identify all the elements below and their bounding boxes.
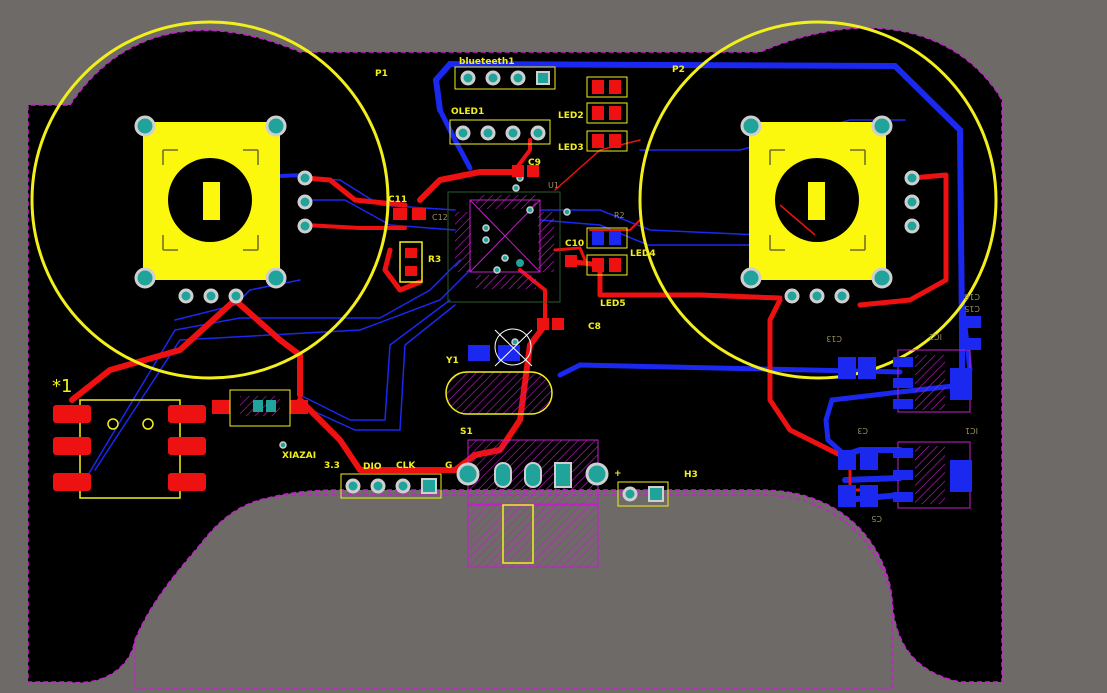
label-g: G <box>445 461 452 471</box>
battery-header-h3 <box>617 481 669 507</box>
label-led2: LED2 <box>558 111 584 121</box>
label-clk: CLK <box>396 461 416 471</box>
label-ic1: IC1 <box>965 426 978 435</box>
label-c8: C8 <box>588 322 601 332</box>
label-c12: C12 <box>432 213 448 222</box>
joystick-left <box>134 115 313 304</box>
label-c11: C11 <box>388 195 407 205</box>
mcu-u1 <box>447 191 561 303</box>
label-p2: P2 <box>672 65 685 75</box>
label-s1: S1 <box>460 427 473 437</box>
joystick-left-circle <box>30 20 390 380</box>
label-c10: C10 <box>565 239 584 249</box>
label-3v3: 3.3 <box>324 461 340 471</box>
oled-header <box>449 119 551 145</box>
label-led3: LED3 <box>558 143 584 153</box>
joystick-right <box>740 115 920 304</box>
label-c13: C13 <box>826 334 842 343</box>
label-c16: C16 <box>964 292 980 301</box>
label-plus: + <box>614 469 622 479</box>
switch-star1 <box>53 399 206 499</box>
label-c3: C3 <box>857 426 868 435</box>
label-r3: R3 <box>428 255 441 265</box>
bluetooth-header <box>454 66 556 90</box>
board-bottom-cutout <box>134 494 893 690</box>
label-led5: LED5 <box>600 299 626 309</box>
label-y1: Y1 <box>445 356 459 366</box>
label-u1: U1 <box>548 181 559 190</box>
joystick-right-circle <box>638 20 998 380</box>
label-h3: H3 <box>684 470 698 480</box>
label-r2: R2 <box>614 211 625 220</box>
label-ic2: IC2 <box>929 332 942 341</box>
label-p1: P1 <box>375 69 388 79</box>
label-c5: C5 <box>871 514 882 523</box>
crystal-y1 <box>445 328 553 415</box>
label-c9: C9 <box>528 158 541 168</box>
smd-pads <box>212 165 577 427</box>
program-header <box>340 473 442 499</box>
label-c15: C15 <box>964 304 980 313</box>
label-xiazai: XIAZAI <box>282 451 316 461</box>
label-bluetooth: blueteeth1 <box>459 57 515 67</box>
regulators <box>838 316 981 509</box>
switch-s1 <box>456 439 609 568</box>
label-dio: DIO <box>363 462 382 472</box>
led-pads <box>586 76 628 276</box>
label-star1: *1 <box>52 376 72 397</box>
label-oled: OLED1 <box>451 107 484 117</box>
label-led4: LED4 <box>630 249 656 259</box>
